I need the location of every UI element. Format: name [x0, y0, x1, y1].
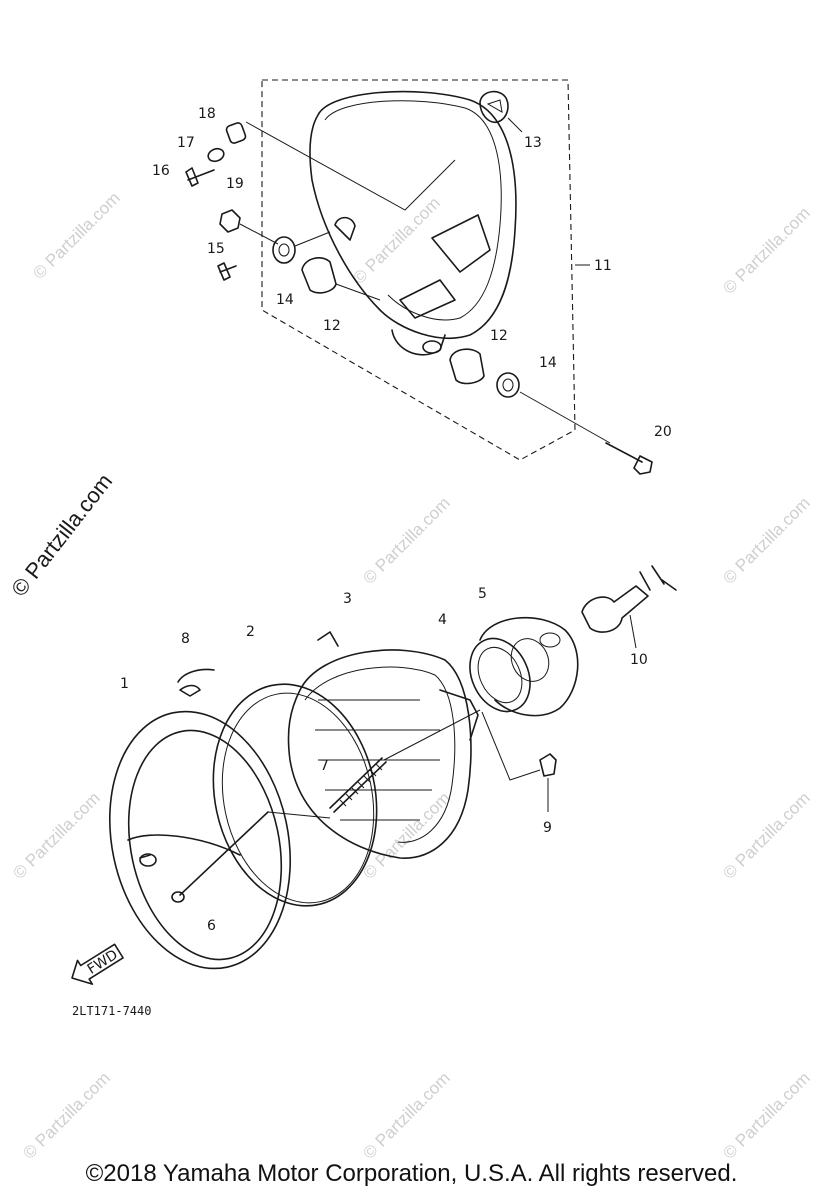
part-10-bulb — [581, 585, 649, 633]
part-1-clip-hole — [139, 853, 157, 867]
headlight-housing-group — [185, 79, 653, 475]
part-1-rim-inner — [127, 729, 283, 961]
leader-20 — [519, 391, 611, 444]
part-20-bolt — [605, 442, 653, 475]
callout-numbers: 1 2 3 4 5 6 7 8 9 10 11 12 12 13 14 14 1… — [120, 106, 672, 934]
part-2-ring-inner — [221, 692, 375, 904]
watermark-faint: © Partzilla.com — [9, 788, 103, 882]
part-9-nut — [539, 753, 557, 777]
part-7-spring — [329, 757, 387, 813]
diagram-code: 2LT171-7440 — [72, 1004, 151, 1018]
watermark-faint: © Partzilla.com — [719, 1068, 813, 1162]
callout-12a: 12 — [323, 318, 341, 334]
part-4-socket-inner — [477, 646, 523, 704]
part-5-cover-hole — [510, 638, 550, 682]
callout-20: 20 — [654, 424, 672, 440]
callout-18: 18 — [198, 106, 216, 122]
part-3-lens-unit — [287, 649, 472, 859]
part-4-socket-ring — [469, 637, 531, 713]
part-16-bolt — [185, 167, 215, 187]
callout-19: 19 — [226, 176, 244, 192]
copyright-notice: ©2018 Yamaha Motor Corporation, U.S.A. A… — [85, 1160, 738, 1187]
leader-10 — [629, 614, 637, 649]
callout-8: 8 — [181, 631, 190, 647]
leader-13 — [507, 117, 523, 133]
watermark-faint: © Partzilla.com — [719, 493, 813, 587]
part-14b-grommet — [496, 372, 520, 398]
housing-bowl — [309, 90, 517, 339]
callout-15: 15 — [207, 241, 225, 257]
part-10-bulb-pins — [639, 565, 677, 591]
part-19-nut — [219, 209, 241, 233]
callout-10: 10 — [630, 652, 648, 668]
leader-14a — [294, 231, 331, 247]
callout-3: 3 — [343, 591, 352, 607]
callout-4: 4 — [438, 612, 447, 628]
part-14a-hole — [278, 243, 290, 257]
leader-12a — [335, 283, 381, 301]
housing-cutout-lower — [399, 279, 456, 319]
part-18-washer — [225, 122, 247, 144]
watermark-faint: © Partzilla.com — [359, 1068, 453, 1162]
watermark-faint: © Partzilla.com — [359, 493, 453, 587]
callout-9: 9 — [543, 820, 552, 836]
part-7-spring-coils — [339, 763, 383, 807]
part-17-washer — [207, 147, 225, 163]
callout-2: 2 — [246, 624, 255, 640]
watermark-faint: © Partzilla.com — [29, 188, 123, 282]
watermark-faint: © Partzilla.com — [349, 193, 443, 287]
part-5-cover — [479, 616, 579, 717]
part-5-cover-port — [539, 632, 561, 648]
part-3-lens-inner — [304, 666, 456, 843]
part-8-clip — [177, 668, 215, 697]
part-15-screw — [217, 262, 237, 281]
leader-9 — [481, 711, 541, 781]
watermark-faint: © Partzilla.com — [19, 1068, 113, 1162]
leader-7 — [383, 709, 481, 761]
leader-19 — [239, 223, 279, 245]
callout-17: 17 — [177, 135, 195, 151]
part-2-ring — [212, 683, 378, 907]
part-1-rim-outer — [108, 710, 292, 970]
callout-16: 16 — [152, 163, 170, 179]
watermark-faint: © Partzilla.com — [719, 203, 813, 297]
housing-side-tab — [334, 216, 356, 241]
watermark-faint: © Partzilla.com — [719, 788, 813, 882]
headlight-unit-group: FWD — [71, 565, 677, 985]
watermark-main: © Partzilla.com — [6, 469, 117, 601]
housing-cutout-upper — [431, 214, 491, 273]
part-3-bracket — [439, 689, 479, 741]
callout-1: 1 — [120, 676, 129, 692]
callout-7: 7 — [320, 758, 329, 774]
callout-11: 11 — [594, 258, 612, 274]
housing-mount-hole — [422, 340, 442, 354]
assembly-dashed-outline — [261, 79, 576, 461]
part-3-tab-top — [317, 631, 339, 647]
callout-6: 6 — [207, 918, 216, 934]
leader-6 — [267, 811, 331, 819]
housing-rim — [324, 100, 502, 321]
callout-14b: 14 — [539, 355, 557, 371]
part-3-lens-pattern — [315, 699, 440, 821]
callout-14a: 14 — [276, 292, 294, 308]
part-6-screw — [179, 811, 269, 896]
part-14a-grommet — [272, 236, 296, 264]
part-13-detail — [486, 99, 503, 113]
callout-13: 13 — [524, 135, 542, 151]
part-12b-collar — [449, 348, 485, 385]
leader-18 — [245, 121, 456, 211]
part-13-grommet — [479, 90, 509, 124]
part-14b-hole — [502, 378, 514, 392]
fwd-arrow: FWD — [71, 943, 124, 985]
callout-5: 5 — [478, 586, 487, 602]
part-6-screw-head — [171, 891, 185, 903]
part-12a-collar — [301, 257, 337, 294]
callout-12b: 12 — [490, 328, 508, 344]
